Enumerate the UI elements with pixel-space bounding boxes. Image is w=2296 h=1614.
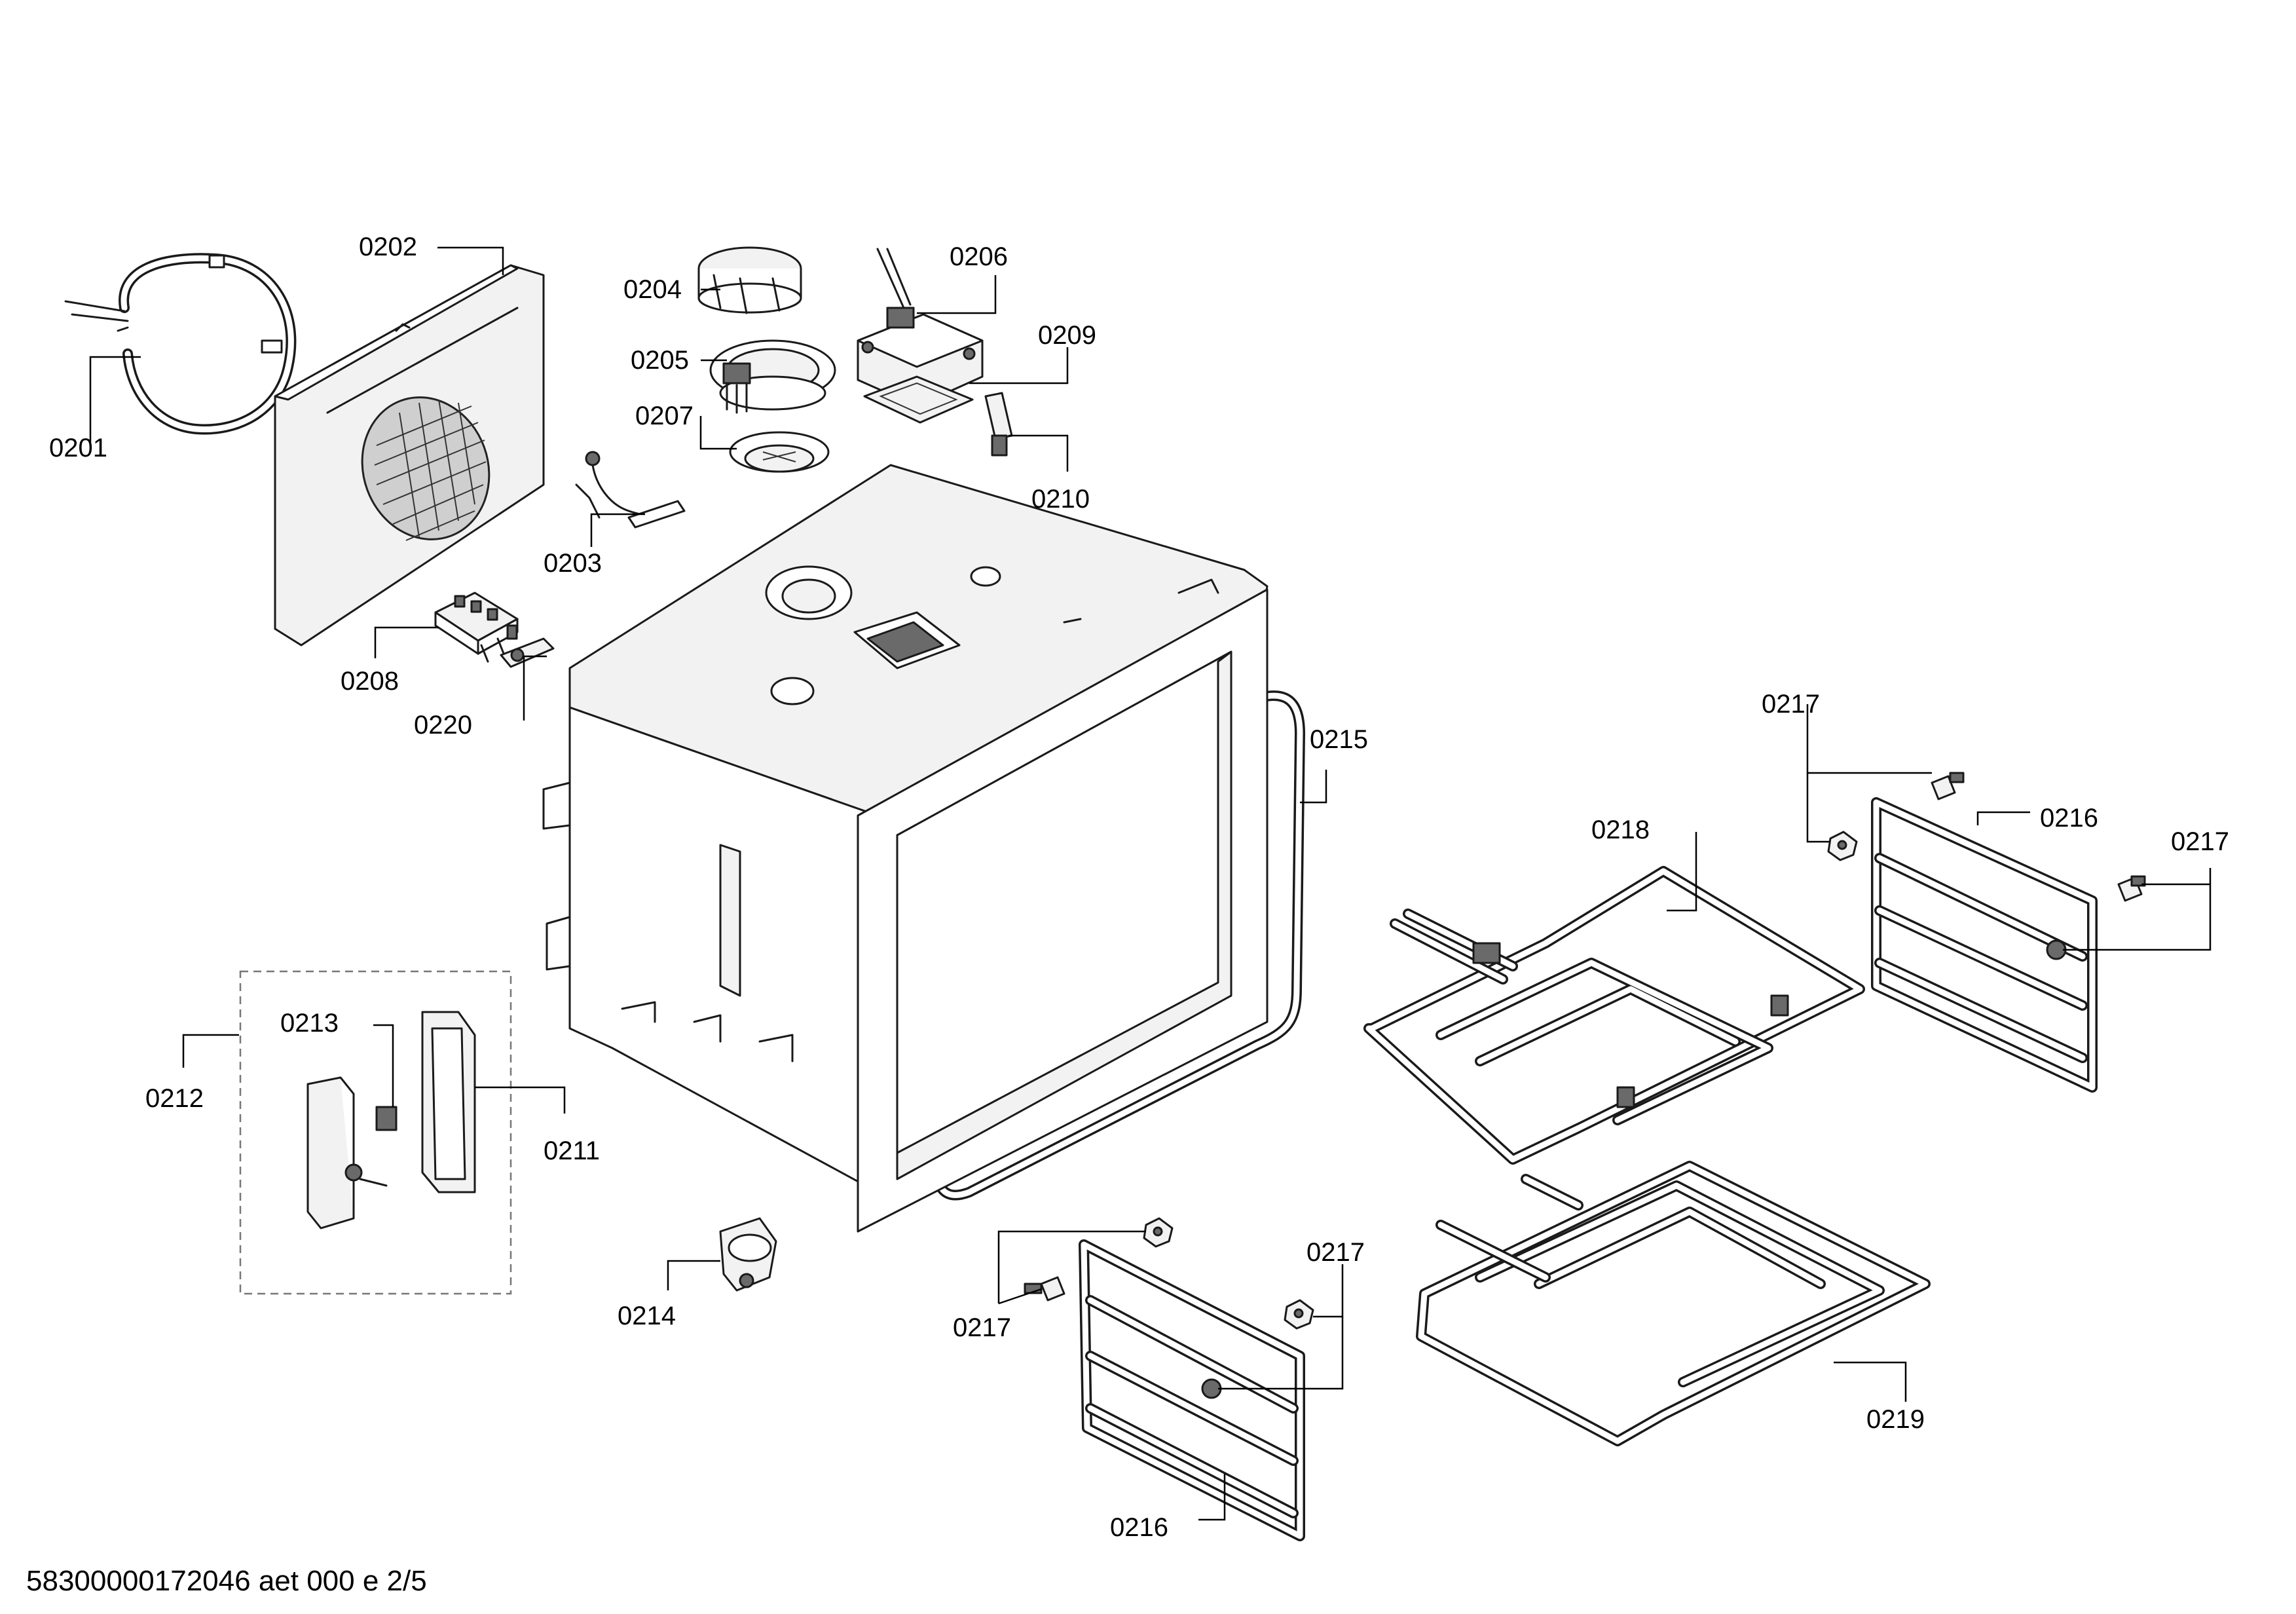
callout-0204[interactable]: 0204 [623, 275, 682, 304]
part-0213-lamp-socket[interactable] [306, 1076, 398, 1229]
part-0205-fan-flange[interactable] [709, 339, 836, 414]
callout-0206[interactable]: 0206 [950, 242, 1008, 271]
leader-lines [89, 246, 2212, 1521]
callout-0218[interactable]: 0218 [1591, 816, 1650, 844]
callout-0219[interactable]: 0219 [1866, 1405, 1925, 1434]
part-0217-bolt-a[interactable] [1931, 772, 1965, 800]
part-0201-ring-heater[interactable] [64, 253, 297, 435]
part-0202-rear-panel[interactable] [274, 264, 545, 647]
callout-0211[interactable]: 0211 [544, 1136, 600, 1165]
callout-0208[interactable]: 0208 [341, 667, 399, 696]
callout-0216-upper[interactable]: 0216 [2040, 804, 2098, 833]
part-0203-temperature-sensor[interactable] [575, 451, 686, 529]
callout-0202[interactable]: 0202 [359, 233, 417, 261]
part-0210-capacitor[interactable] [984, 392, 1013, 457]
part-0216-side-rail-right[interactable] [1871, 797, 2098, 1093]
part-0204-fan-band[interactable] [697, 246, 802, 314]
oven-muffle [542, 464, 1268, 1233]
part-0218-top-heater[interactable] [1363, 866, 1865, 1165]
part-0217-bolt-c[interactable] [2117, 875, 2146, 902]
part-0214-holder[interactable] [719, 1217, 777, 1292]
callout-0217-lower-right[interactable]: 0217 [1306, 1238, 1365, 1267]
callout-0205[interactable]: 0205 [631, 346, 689, 375]
part-0215-door-seal[interactable] [931, 690, 1305, 1201]
callout-0207[interactable]: 0207 [635, 402, 694, 430]
callout-0210[interactable]: 0210 [1031, 485, 1090, 514]
callout-0217-upper[interactable]: 0217 [1762, 690, 1820, 719]
callout-0209[interactable]: 0209 [1038, 321, 1096, 350]
callout-0216-lower[interactable]: 0216 [1110, 1513, 1168, 1542]
callout-labels: 0201 0202 0203 0204 0205 0206 0207 0208 … [49, 233, 2229, 1542]
part-0211-lamp-cover[interactable] [421, 1011, 476, 1193]
part-0207-fan-cup[interactable] [729, 431, 830, 473]
part-0209-motor-gasket[interactable] [863, 375, 974, 424]
part-0217-nut-f[interactable] [1284, 1299, 1314, 1330]
callout-0215[interactable]: 0215 [1310, 725, 1368, 754]
part-0217-nut-b[interactable] [1827, 831, 1858, 861]
callout-0212[interactable]: 0212 [145, 1084, 204, 1113]
callout-0201[interactable]: 0201 [49, 434, 107, 462]
part-0208-terminal-block[interactable] [434, 591, 519, 663]
part-0219-bottom-heater[interactable] [1416, 1161, 1931, 1446]
callout-0203[interactable]: 0203 [544, 549, 602, 578]
callout-0217-lower-left[interactable]: 0217 [953, 1313, 1011, 1342]
part-0216-side-rail-left[interactable] [1079, 1239, 1305, 1541]
callout-0217-right[interactable]: 0217 [2171, 827, 2229, 856]
part-0206-fan-motor[interactable] [857, 248, 984, 407]
part-0217-bolt-d[interactable] [1024, 1276, 1065, 1302]
callout-0213[interactable]: 0213 [280, 1009, 339, 1038]
callout-0214[interactable]: 0214 [618, 1302, 676, 1330]
document-reference: 58300000172046 aet 000 e 2/5 [26, 1565, 427, 1597]
group-0212-box [239, 970, 512, 1295]
part-0220-cover-clip[interactable] [500, 624, 555, 668]
fan-grille [361, 396, 491, 540]
part-0217-nut-e[interactable] [1143, 1217, 1174, 1248]
grille-mesh [374, 399, 487, 541]
callout-0220[interactable]: 0220 [414, 711, 472, 740]
